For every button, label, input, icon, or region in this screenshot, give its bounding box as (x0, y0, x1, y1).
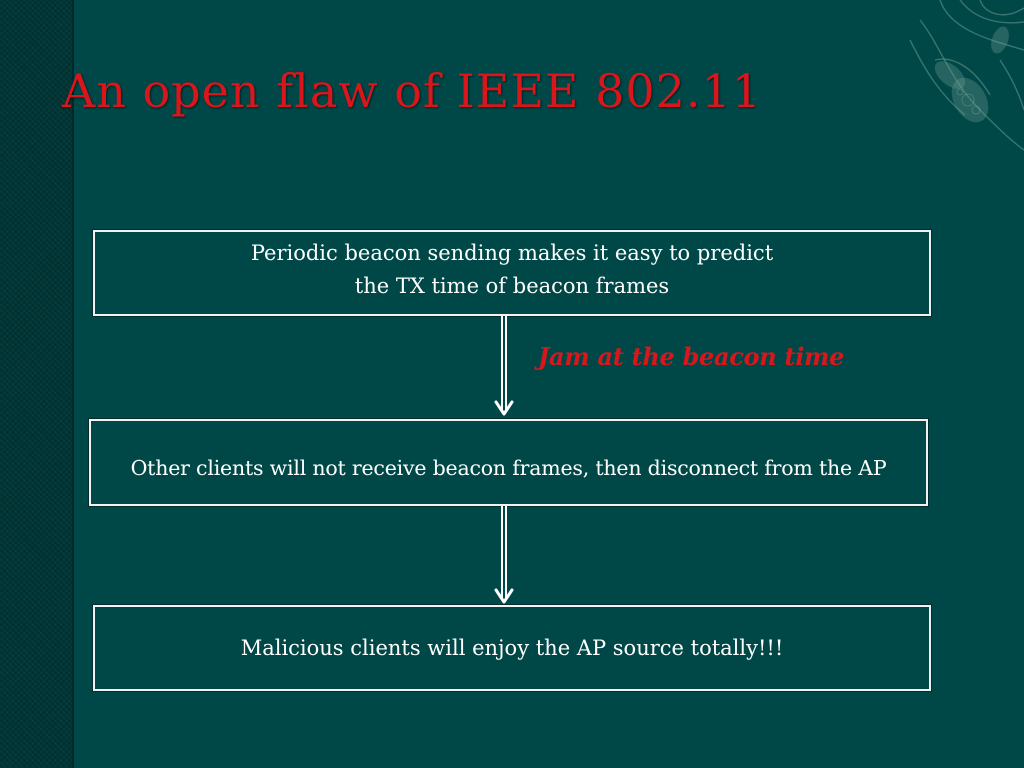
jam-annotation: Jam at the beacon time (538, 342, 845, 371)
floral-ornament-icon (909, 0, 1024, 151)
flow-step-text-line-1: Periodic beacon sending makes it easy to… (250, 241, 774, 265)
flow-step-malicious-clients: Malicious clients will enjoy the AP sour… (93, 605, 931, 691)
decorative-side-strip (0, 0, 74, 768)
flow-step-text: Malicious clients will enjoy the AP sour… (240, 636, 784, 660)
down-arrow-icon (494, 506, 514, 604)
flow-step-clients-disconnect: Other clients will not receive beacon fr… (89, 419, 928, 506)
down-arrow-icon (494, 316, 514, 416)
flow-step-predictable-beacon: Periodic beacon sending makes it easy to… (93, 230, 931, 316)
flow-step-text-line-2: the TX time of beacon frames (354, 274, 670, 298)
slide-title: An open flaw of IEEE 802.11 (62, 64, 763, 118)
